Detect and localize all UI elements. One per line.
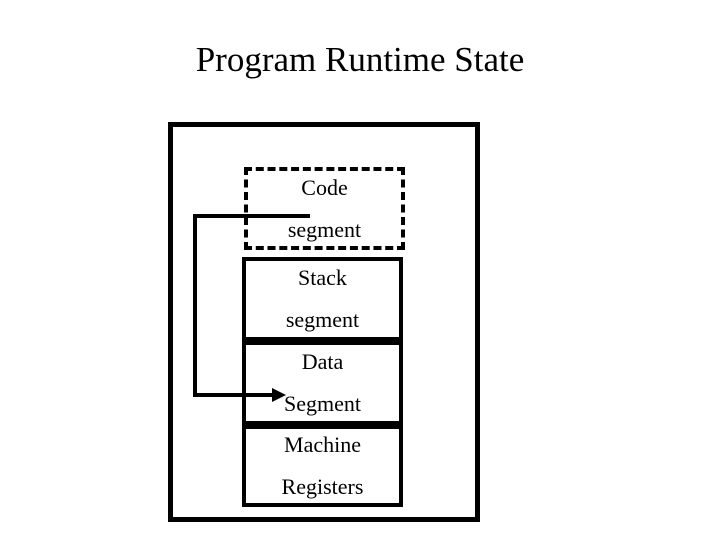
code-segment-label-line1: Code [301,174,348,200]
stack-segment-box: Stack segment [242,257,403,341]
machine-registers-label-line1: Machine [284,432,361,457]
slide-title: Program Runtime State [195,40,525,79]
right-arrowhead-icon [272,388,286,402]
connector-bottom-segment [193,393,273,397]
machine-registers-box: Machine Registers [242,425,403,507]
stack-segment-label-line1: Stack [298,265,347,290]
data-segment-box: Data Segment [242,341,403,425]
data-segment-label-line2: Segment [284,391,361,416]
data-segment-label-line1: Data [301,349,344,374]
connector-top-segment [193,214,310,218]
machine-registers-label-line2: Registers [281,474,364,499]
code-segment-label-line2: segment [287,216,362,242]
code-segment-box: Code segment [244,167,405,250]
stack-segment-label-line2: segment [285,307,360,332]
connector-vertical-segment [193,214,197,397]
